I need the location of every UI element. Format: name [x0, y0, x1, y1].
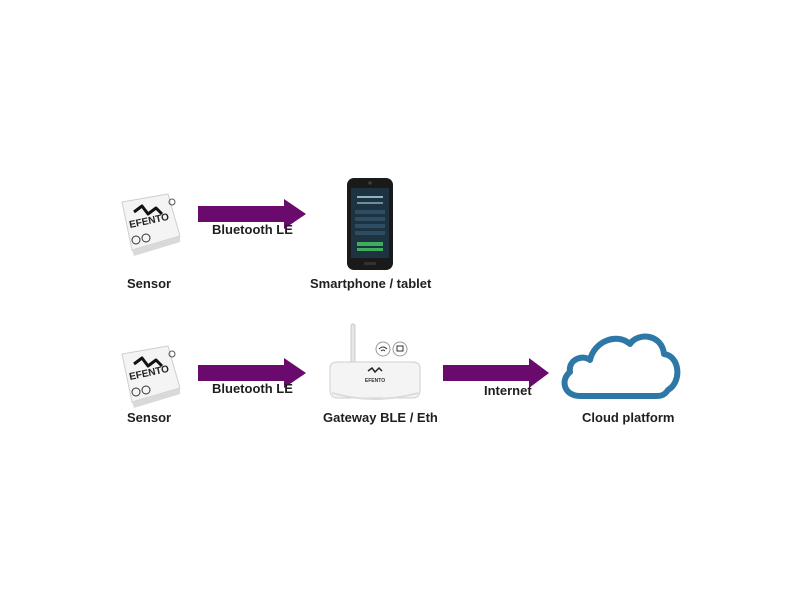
link-label-bluetooth-row1: Bluetooth LE [212, 222, 293, 237]
link-label-bluetooth-row2: Bluetooth LE [212, 381, 293, 396]
arrow-bluetooth-row1 [198, 199, 308, 229]
ethernet-icon [392, 341, 408, 357]
wifi-icon [375, 341, 391, 357]
gateway-image: EFENTO [329, 323, 421, 400]
arrow-bluetooth-row2 [198, 358, 308, 388]
smartphone-label: Smartphone / tablet [310, 276, 432, 291]
sensor-device-row1: EFENTO [112, 188, 184, 260]
sensor-image: EFENTO [121, 345, 181, 408]
cloud-icon [558, 324, 682, 404]
gateway-label: Gateway BLE / Eth [323, 410, 438, 425]
smartphone-device [347, 178, 393, 270]
sensor-image: EFENTO [121, 193, 181, 256]
smartphone-image [347, 178, 393, 270]
sensor-label-row1: Sensor [127, 276, 172, 291]
svg-text:EFENTO: EFENTO [365, 378, 385, 384]
cloud-label: Cloud platform [582, 410, 675, 425]
sensor-device-row2: EFENTO [112, 340, 184, 412]
arrow-internet [443, 358, 551, 388]
link-label-internet: Internet [484, 383, 532, 398]
sensor-label-row2: Sensor [127, 410, 172, 425]
gateway-device: EFENTO [326, 322, 424, 404]
